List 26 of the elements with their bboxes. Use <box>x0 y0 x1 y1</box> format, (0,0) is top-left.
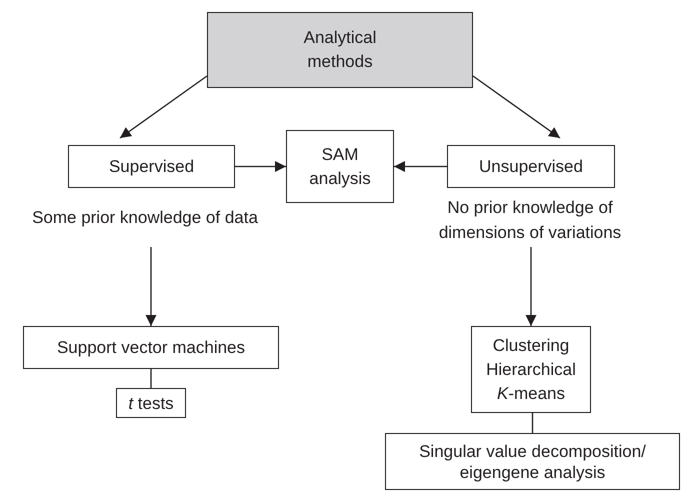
arrow <box>146 247 156 326</box>
process-box <box>68 145 235 188</box>
node-text: SAM analysis <box>308 144 372 190</box>
arrow <box>235 161 286 172</box>
node-text: Unsupervised <box>479 156 583 177</box>
node-text: t tests <box>128 392 174 414</box>
connector-line <box>532 413 534 433</box>
node-text: Supervised <box>108 156 194 177</box>
process-box <box>116 388 186 418</box>
process-box <box>447 145 615 188</box>
process-box <box>471 326 591 413</box>
arrow <box>472 75 560 139</box>
note-text: No prior knowledge of dimensions of variations <box>438 197 622 244</box>
note-text: Some prior knowledge of data <box>31 207 259 229</box>
arrow <box>394 161 447 172</box>
node-text: Support vector machines <box>56 337 246 358</box>
root-box <box>207 12 473 88</box>
arrow <box>120 75 208 139</box>
node-text: Clustering Hierarchical K-means <box>485 334 577 404</box>
connector-line <box>150 369 152 388</box>
arrow <box>526 247 536 326</box>
process-box <box>23 326 279 369</box>
process-box <box>286 130 394 203</box>
node-text: Analytical methods <box>302 27 378 73</box>
process-box <box>385 433 680 490</box>
node-text: Singular value decomposition/ eigengene analysis <box>418 440 647 482</box>
